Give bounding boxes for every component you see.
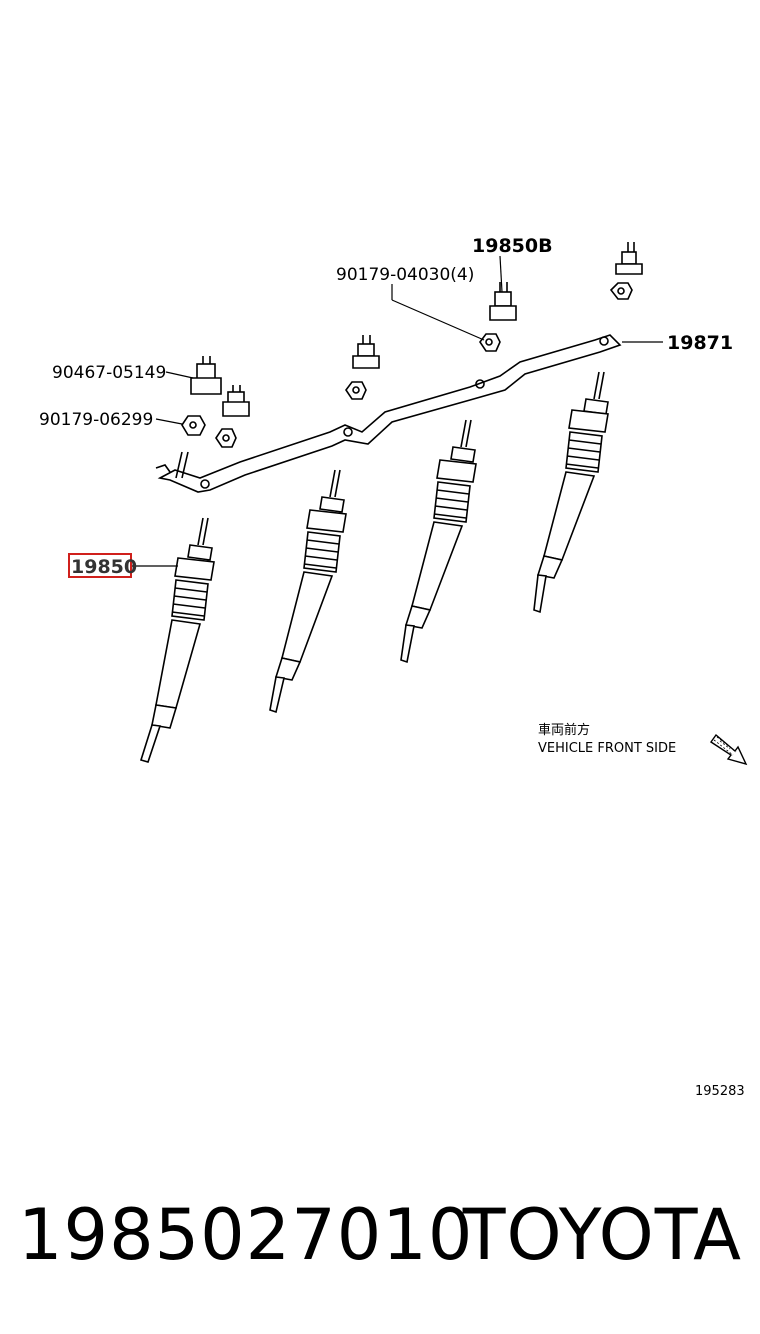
footer-bar: 1985027010 TOYOTA	[18, 1190, 742, 1280]
glow-plug-1	[139, 517, 215, 763]
brand-name: TOYOTA	[462, 1194, 742, 1276]
connector-bus-bar	[155, 334, 622, 493]
nut-06299	[181, 415, 206, 436]
label-19850b: 19850B	[472, 235, 553, 257]
callout-19850-highlighted[interactable]: 19850	[68, 553, 137, 578]
label-90179-04030: 90179-04030(4)	[336, 265, 474, 285]
label-19850: 19850	[71, 556, 137, 578]
nut-left-second	[222, 385, 250, 417]
front-arrow-icon	[710, 733, 748, 766]
figure-code: 195283	[695, 1084, 745, 1099]
nut-middle-tall	[352, 335, 380, 369]
label-19871: 19871	[667, 332, 733, 354]
nut-04030	[479, 333, 501, 352]
nut-top-right-tall	[615, 242, 643, 275]
nut-set	[175, 242, 643, 479]
glow-plug-3	[400, 419, 477, 664]
nut-05149	[190, 356, 222, 395]
leader-lines	[132, 255, 663, 567]
nut-middle-hex	[345, 381, 367, 400]
direction-english: VEHICLE FRONT SIDE	[538, 741, 676, 756]
part-number: 1985027010	[18, 1194, 474, 1276]
nut-left-hex-2	[215, 428, 237, 448]
stud-left	[175, 451, 189, 479]
nut-top-right-hex	[609, 282, 633, 300]
glow-plug-4	[533, 371, 609, 614]
label-90179-06299: 90179-06299	[39, 410, 153, 430]
direction-japanese: 車両前方	[538, 722, 590, 738]
glow-plug-2	[269, 469, 347, 714]
nut-19850b	[489, 282, 517, 321]
label-90467-05149: 90467-05149	[52, 363, 166, 383]
